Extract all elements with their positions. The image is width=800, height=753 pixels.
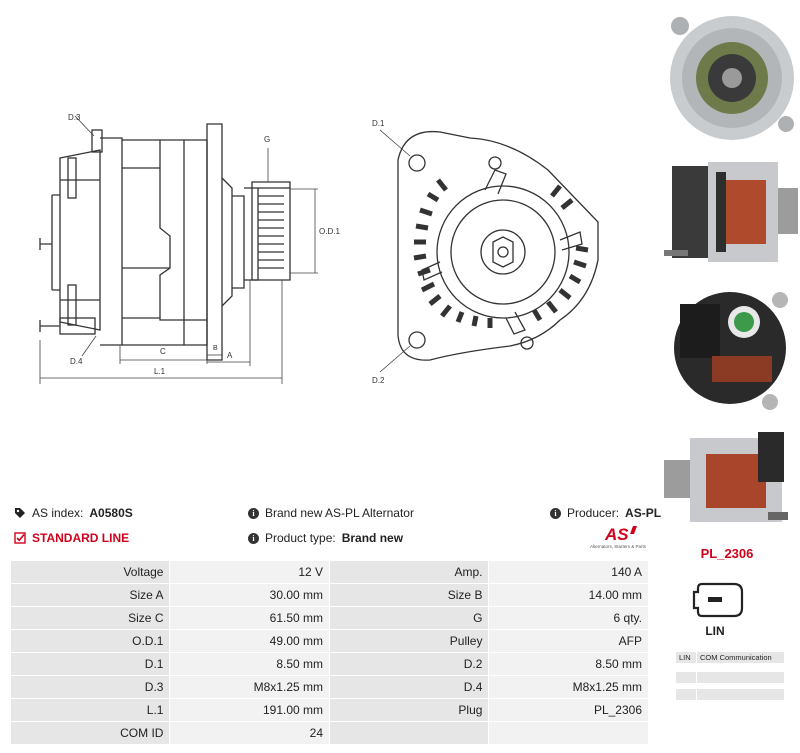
spec-value: 14.00 mm	[489, 584, 648, 606]
product-photo-column	[660, 0, 800, 530]
dimension-lines	[39, 115, 318, 384]
spec-label: Size A	[11, 584, 170, 606]
spec-value: AFP	[489, 630, 648, 652]
spec-value: 191.00 mm	[170, 699, 329, 721]
info-icon: i	[550, 507, 561, 519]
spec-value: 140 A	[489, 561, 648, 583]
spec-value: 30.00 mm	[170, 584, 329, 606]
standard-line: STANDARD LINE	[14, 531, 129, 545]
product-type-value: Brand new	[341, 531, 404, 545]
alternator-side-photo	[664, 162, 798, 262]
spec-value: M8x1.25 mm	[489, 676, 648, 698]
spec-label: Voltage	[11, 561, 170, 583]
producer-value: AS-PL	[625, 506, 662, 520]
com-description: COM Communication	[697, 652, 784, 663]
plug-code: PL_2306	[700, 546, 754, 561]
spec-value: 12 V	[170, 561, 329, 583]
side-view	[39, 123, 291, 361]
tag-icon	[14, 507, 26, 519]
com-term: LIN	[676, 652, 696, 663]
spec-label: Size C	[11, 607, 170, 629]
brand-text: Brand new AS-PL Alternator	[265, 506, 414, 520]
label-d1: D.1	[372, 119, 385, 128]
com-term	[676, 689, 696, 700]
label-d2: D.2	[372, 376, 385, 385]
label-a: A	[227, 351, 233, 360]
label-od1: O.D.1	[319, 227, 340, 236]
product-type: i Product type: Brand new	[248, 531, 403, 545]
producer: i Producer: AS-PL	[550, 506, 661, 520]
com-row	[676, 689, 784, 700]
alternator-pulley-photo	[670, 16, 794, 140]
alternator-rear-photo	[674, 292, 788, 410]
spec-label: Plug	[330, 699, 489, 721]
label-l1: L.1	[154, 367, 166, 376]
plug-connector-icon	[692, 582, 744, 618]
spec-label: Amp.	[330, 561, 489, 583]
logo-text: AS	[604, 525, 629, 544]
info-icon: i	[248, 507, 259, 519]
standard-line-label: STANDARD LINE	[32, 531, 130, 545]
brand-info: i Brand new AS-PL Alternator	[248, 506, 414, 520]
label-g: G	[264, 135, 270, 144]
spec-value: 6 qty.	[489, 607, 648, 629]
spec-value: PL_2306	[489, 699, 648, 721]
spec-label: D.2	[330, 653, 489, 675]
spec-label: Size B	[330, 584, 489, 606]
spec-label	[330, 722, 489, 744]
front-view	[397, 130, 599, 361]
spec-label: D.3	[11, 676, 170, 698]
label-d3: D.3	[68, 113, 81, 122]
spec-value: 24	[170, 722, 329, 744]
label-c: C	[160, 347, 166, 356]
cooling-vents	[413, 178, 589, 328]
producer-label: Producer:	[567, 506, 620, 520]
as-index-label: AS index:	[32, 506, 84, 520]
spec-value: 8.50 mm	[489, 653, 648, 675]
spec-value: 61.50 mm	[170, 607, 329, 629]
alternator-side-2-photo	[664, 432, 788, 522]
spec-label: D.1	[11, 653, 170, 675]
as-index: AS index: A0580S	[14, 506, 133, 520]
as-pl-logo: AS Alternators, Starters & Parts	[585, 522, 651, 554]
spec-value: M8x1.25 mm	[170, 676, 329, 698]
com-description	[697, 672, 784, 683]
label-b: B	[213, 345, 218, 352]
info-icon: i	[248, 532, 259, 544]
spec-label: G	[330, 607, 489, 629]
spec-label: COM ID	[11, 722, 170, 744]
spec-value	[489, 722, 648, 744]
checkbox-icon	[14, 532, 26, 544]
as-index-value: A0580S	[89, 506, 133, 520]
info-bar: AS index: A0580S STANDARD LINE i Brand n…	[14, 503, 661, 555]
label-d4: D.4	[70, 357, 83, 366]
com-term	[676, 672, 696, 683]
spec-value: 49.00 mm	[170, 630, 329, 652]
technical-drawing: D.3 D.4 G O.D.1 C B A L.1 D.1 D.2	[39, 113, 599, 385]
spec-label: O.D.1	[11, 630, 170, 652]
spec-label: D.4	[330, 676, 489, 698]
logo-tagline: Alternators, Starters & Parts	[589, 544, 647, 549]
com-description	[697, 689, 784, 700]
com-row	[676, 672, 784, 683]
plug-type: LIN	[705, 624, 725, 638]
spec-label: Pulley	[330, 630, 489, 652]
product-type-label: Product type:	[265, 531, 336, 545]
spec-label: L.1	[11, 699, 170, 721]
spec-value: 8.50 mm	[170, 653, 329, 675]
